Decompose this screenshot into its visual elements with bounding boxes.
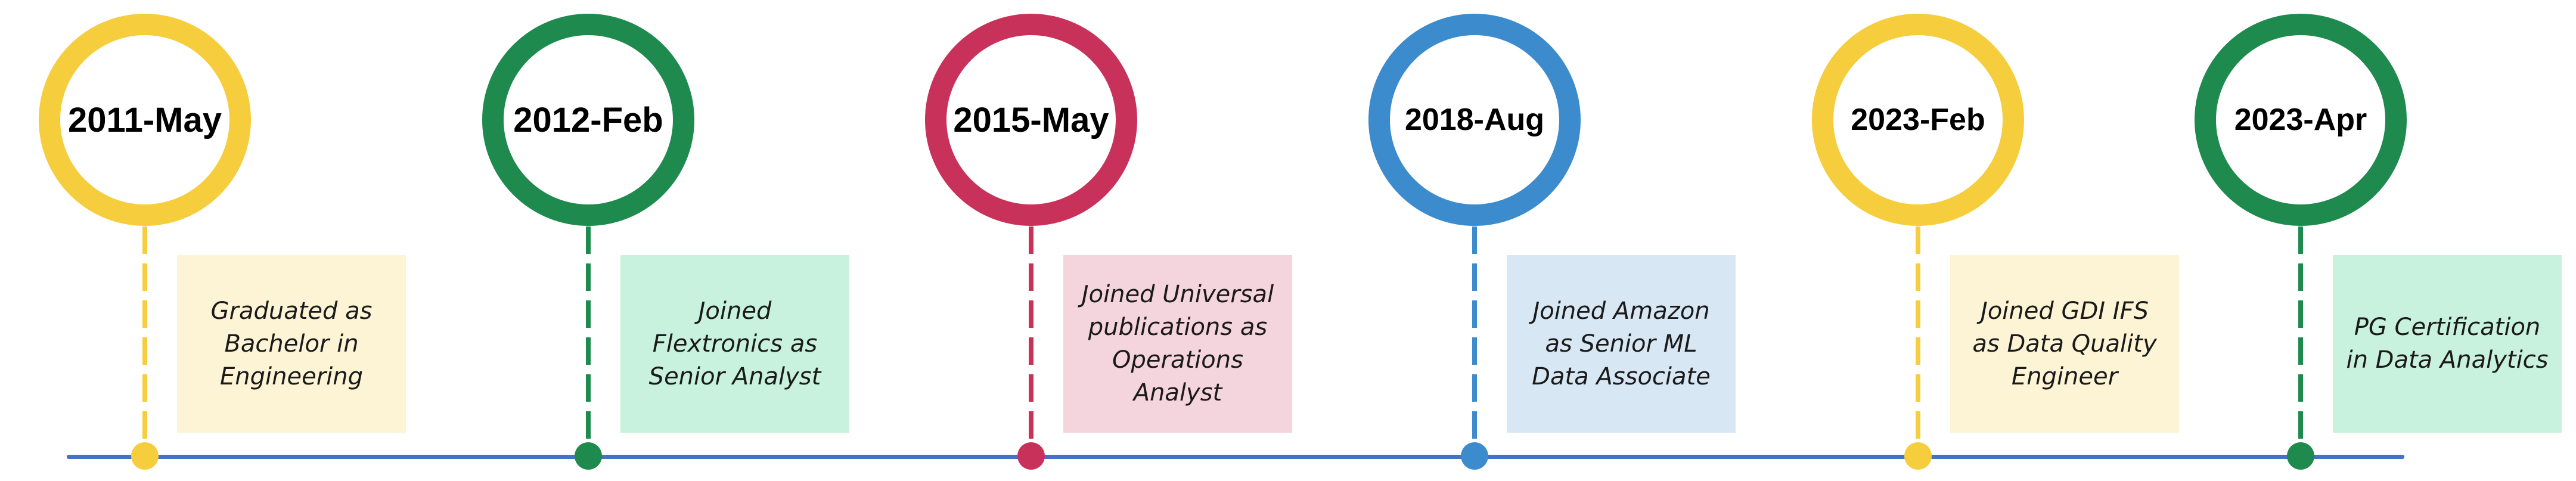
- date-ring: 2018-Aug: [1368, 14, 1581, 226]
- event-description-card: Graduated as Bachelor in Engineering: [177, 255, 406, 433]
- event-date: 2015-May: [953, 100, 1109, 139]
- event-description: Joined Universal publications as Operati…: [1081, 281, 1274, 406]
- date-ring: 2012-Feb: [482, 14, 694, 226]
- event-date: 2023-Apr: [2234, 103, 2367, 137]
- event-connector: [1916, 226, 1920, 457]
- event-connector: [586, 226, 591, 457]
- date-ring: 2015-May: [925, 14, 1137, 226]
- axis-marker-dot: [575, 442, 602, 470]
- event-description-card: PG Certification in Data Analytics: [2333, 255, 2562, 433]
- event-description-card: Joined Flextronics as Senior Analyst: [620, 255, 849, 433]
- event-connector: [1029, 226, 1033, 457]
- axis-marker-dot: [2287, 442, 2314, 470]
- date-ring: 2011-May: [39, 14, 251, 226]
- event-description: PG Certification in Data Analytics: [2346, 314, 2549, 374]
- event-description: Joined GDI IFS as Data Quality Engineer: [1972, 297, 2157, 390]
- axis-marker-dot: [1017, 442, 1045, 470]
- event-description-card: Joined GDI IFS as Data Quality Engineer: [1950, 255, 2179, 433]
- event-description: Graduated as Bachelor in Engineering: [210, 297, 373, 390]
- event-date: 2018-Aug: [1404, 103, 1545, 137]
- timeline-axis: [67, 455, 2404, 459]
- event-description-card: Joined Amazon as Senior ML Data Associat…: [1507, 255, 1736, 433]
- event-description-card: Joined Universal publications as Operati…: [1063, 255, 1292, 433]
- event-connector: [2298, 226, 2303, 457]
- event-description: Joined Flextronics as Senior Analyst: [648, 297, 821, 390]
- event-date: 2012-Feb: [513, 100, 663, 139]
- axis-marker-dot: [131, 442, 159, 470]
- event-description: Joined Amazon as Senior ML Data Associat…: [1532, 297, 1711, 390]
- axis-marker-dot: [1461, 442, 1488, 470]
- date-ring: 2023-Apr: [2195, 14, 2407, 226]
- date-ring: 2023-Feb: [1812, 14, 2024, 226]
- event-connector: [142, 226, 147, 457]
- event-connector: [1472, 226, 1477, 457]
- axis-marker-dot: [1904, 442, 1932, 470]
- event-date: 2023-Feb: [1851, 103, 1985, 137]
- event-date: 2011-May: [68, 100, 222, 139]
